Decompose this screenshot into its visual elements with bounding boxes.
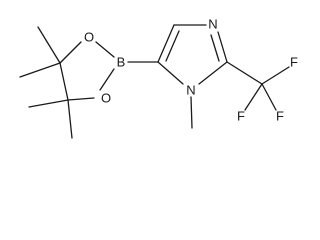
bond-c5-c4-inner bbox=[165, 30, 180, 62]
bond-c1-c2 bbox=[59, 62, 69, 101]
atom-label-n-ring: N bbox=[208, 17, 217, 32]
atom-label-o-upper: O bbox=[84, 30, 94, 45]
atom-label-layer: O B O N N F F F bbox=[84, 17, 298, 124]
bond-c1-o-upper bbox=[59, 41, 82, 64]
bond-c1-methyl-left bbox=[19, 62, 61, 78]
bond-n3-c2-inner bbox=[210, 34, 220, 62]
atom-label-b: B bbox=[117, 55, 126, 70]
bond-n1-methyl bbox=[190, 96, 193, 129]
bond-n1-c5 bbox=[157, 61, 184, 85]
atom-label-f-right: F bbox=[290, 55, 298, 70]
bond-o-upper-b bbox=[95, 41, 115, 58]
bond-layer bbox=[19, 24, 290, 139]
bond-c5-c4 bbox=[157, 24, 175, 63]
bond-o-lower-c2 bbox=[67, 97, 95, 101]
bond-cf3-f-lower-right bbox=[261, 83, 277, 111]
bond-c1-methyl-up bbox=[37, 26, 61, 64]
bond-c2-methyl-left bbox=[28, 99, 69, 108]
bond-n3-c2 bbox=[217, 31, 228, 63]
atom-label-f-lower-left: F bbox=[237, 109, 245, 124]
bond-c2-cf3 bbox=[226, 61, 263, 85]
structure-canvas: O B O N N F F F bbox=[19, 16, 299, 139]
bond-cf3-f-lower-left bbox=[244, 83, 263, 111]
chemical-structure-diagram: O B O N N F F F bbox=[19, 17, 298, 139]
atom-label-o-lower: O bbox=[101, 91, 111, 106]
atom-label-n-methyl: N bbox=[186, 83, 195, 98]
bond-c2-n1 bbox=[198, 61, 228, 85]
bond-c2-methyl-down bbox=[67, 99, 73, 139]
bond-cf3-f-right bbox=[261, 66, 290, 85]
atom-label-f-lower-right: F bbox=[276, 109, 284, 124]
bond-b-o-lower bbox=[99, 68, 115, 91]
